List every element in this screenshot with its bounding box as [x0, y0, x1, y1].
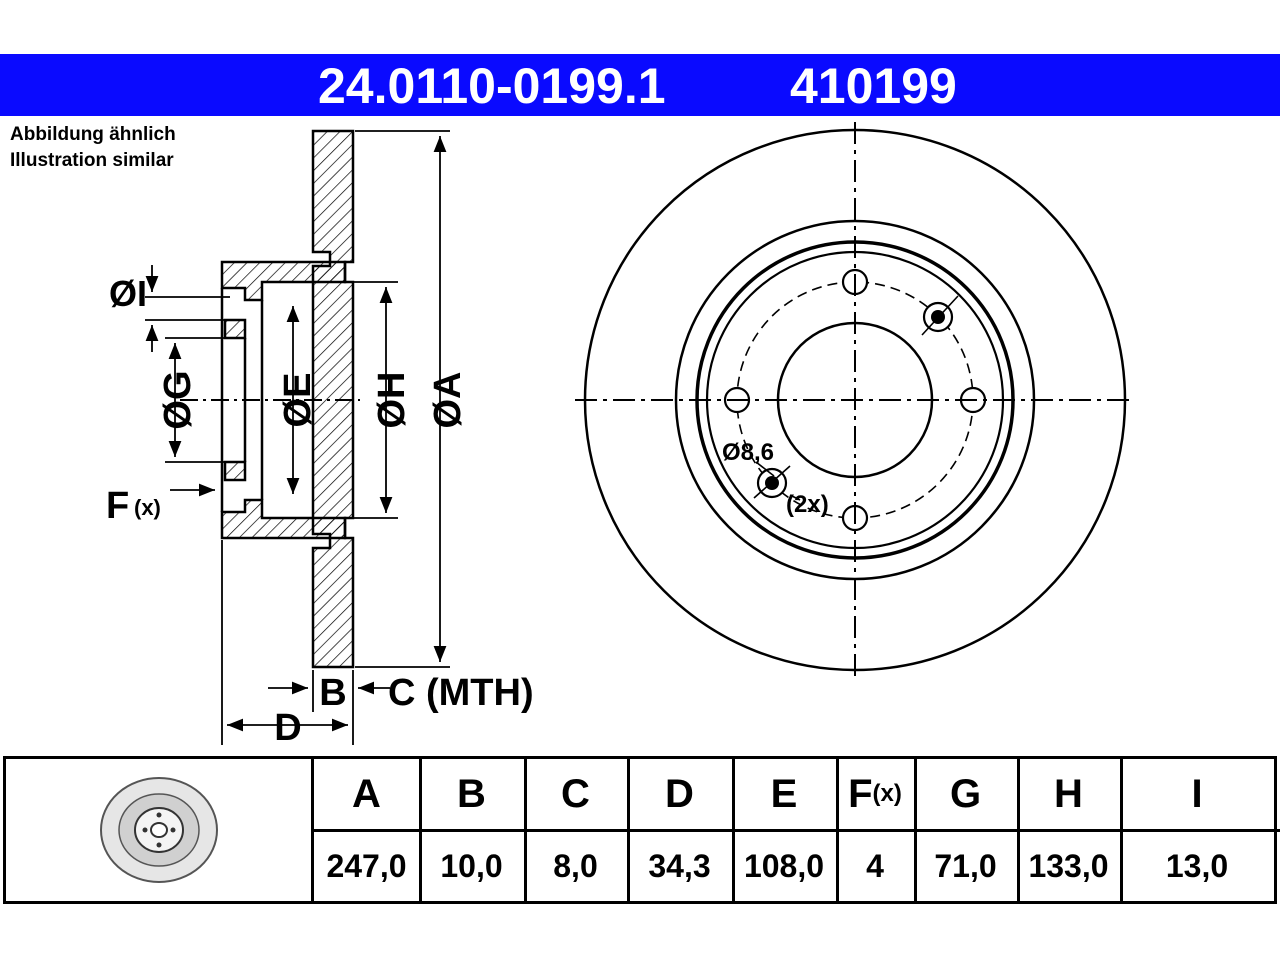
article-number: 410199 — [790, 58, 957, 114]
spec-header-d: D — [627, 759, 732, 829]
spec-header-label: H — [1054, 771, 1083, 816]
label-dia-e: ØE — [277, 373, 319, 428]
spec-header-h: H — [1017, 759, 1120, 829]
spec-header-f: F(x) — [836, 759, 914, 829]
side-dimensions — [145, 130, 450, 745]
spec-header-label: G — [949, 771, 982, 816]
label-hole-count: (2x) — [786, 491, 829, 518]
spec-value-h: 133,0 — [1028, 848, 1109, 884]
spec-value-f: 4 — [866, 848, 884, 884]
spec-value-d: 34,3 — [648, 848, 711, 884]
hub-hat-bottom — [220, 498, 347, 540]
side-section-view — [220, 129, 355, 669]
spec-header-label: I — [1191, 771, 1203, 816]
label-d: D — [274, 707, 301, 749]
label-b: B — [319, 672, 346, 714]
label-dia-a: ØA — [427, 372, 469, 429]
label-dia-i: ØI — [109, 273, 147, 314]
spec-table: A 247,0 B 10,0 C 8,0 D 34,3 E 108,0 F(x) 4 G 71,0 H 133… — [3, 756, 1280, 904]
title-bar: 24.0110-0199.1 410199 — [0, 54, 1280, 116]
label-f-suffix: (x) — [134, 495, 161, 520]
spec-header-c: C — [524, 759, 627, 829]
spec-header-label: E — [770, 771, 798, 816]
spec-header-g: G — [914, 759, 1017, 829]
illustration-disclaimer: Abbildung ähnlich Illustration similar — [10, 122, 176, 174]
label-hole-diameter: Ø8,6 — [722, 439, 774, 466]
front-center-axes — [575, 122, 1135, 678]
spec-value-g: 71,0 — [934, 848, 997, 884]
spec-header-e: E — [732, 759, 836, 829]
spec-value-c: 8,0 — [553, 848, 598, 884]
disclaimer-line-en: Illustration similar — [10, 150, 174, 171]
spec-header-i: I — [1120, 759, 1274, 829]
label-dia-h: ØH — [371, 372, 413, 429]
hole-leader-lines — [753, 295, 959, 501]
spec-value-i: 13,0 — [1165, 848, 1229, 884]
spec-value-b: 10,0 — [440, 848, 503, 884]
spec-header-a: A — [314, 759, 419, 829]
label-c-mth: C (MTH) — [388, 672, 534, 714]
spec-header-b: B — [419, 759, 524, 829]
label-dia-g: ØG — [157, 370, 199, 429]
spec-header-suffix: (x) — [872, 780, 902, 807]
spec-header-label: C — [561, 771, 590, 816]
part-number: 24.0110-0199.1 — [318, 58, 666, 114]
brake-disc-thumbnail-icon — [6, 759, 311, 901]
label-f-letter: F — [106, 485, 129, 527]
spec-header-label: F — [848, 771, 873, 816]
technical-drawing: ØI ØG ØE ØH ØA F (x) B C (MTH) D Ø8,6 (2… — [106, 122, 1135, 749]
spec-header-label: A — [352, 771, 381, 816]
spec-value-e: 108,0 — [743, 848, 825, 884]
spec-header-label: B — [457, 771, 486, 816]
spec-value-a: 247,0 — [326, 848, 407, 884]
spec-header-label: D — [665, 771, 694, 816]
disclaimer-line-de: Abbildung ähnlich — [10, 124, 176, 145]
